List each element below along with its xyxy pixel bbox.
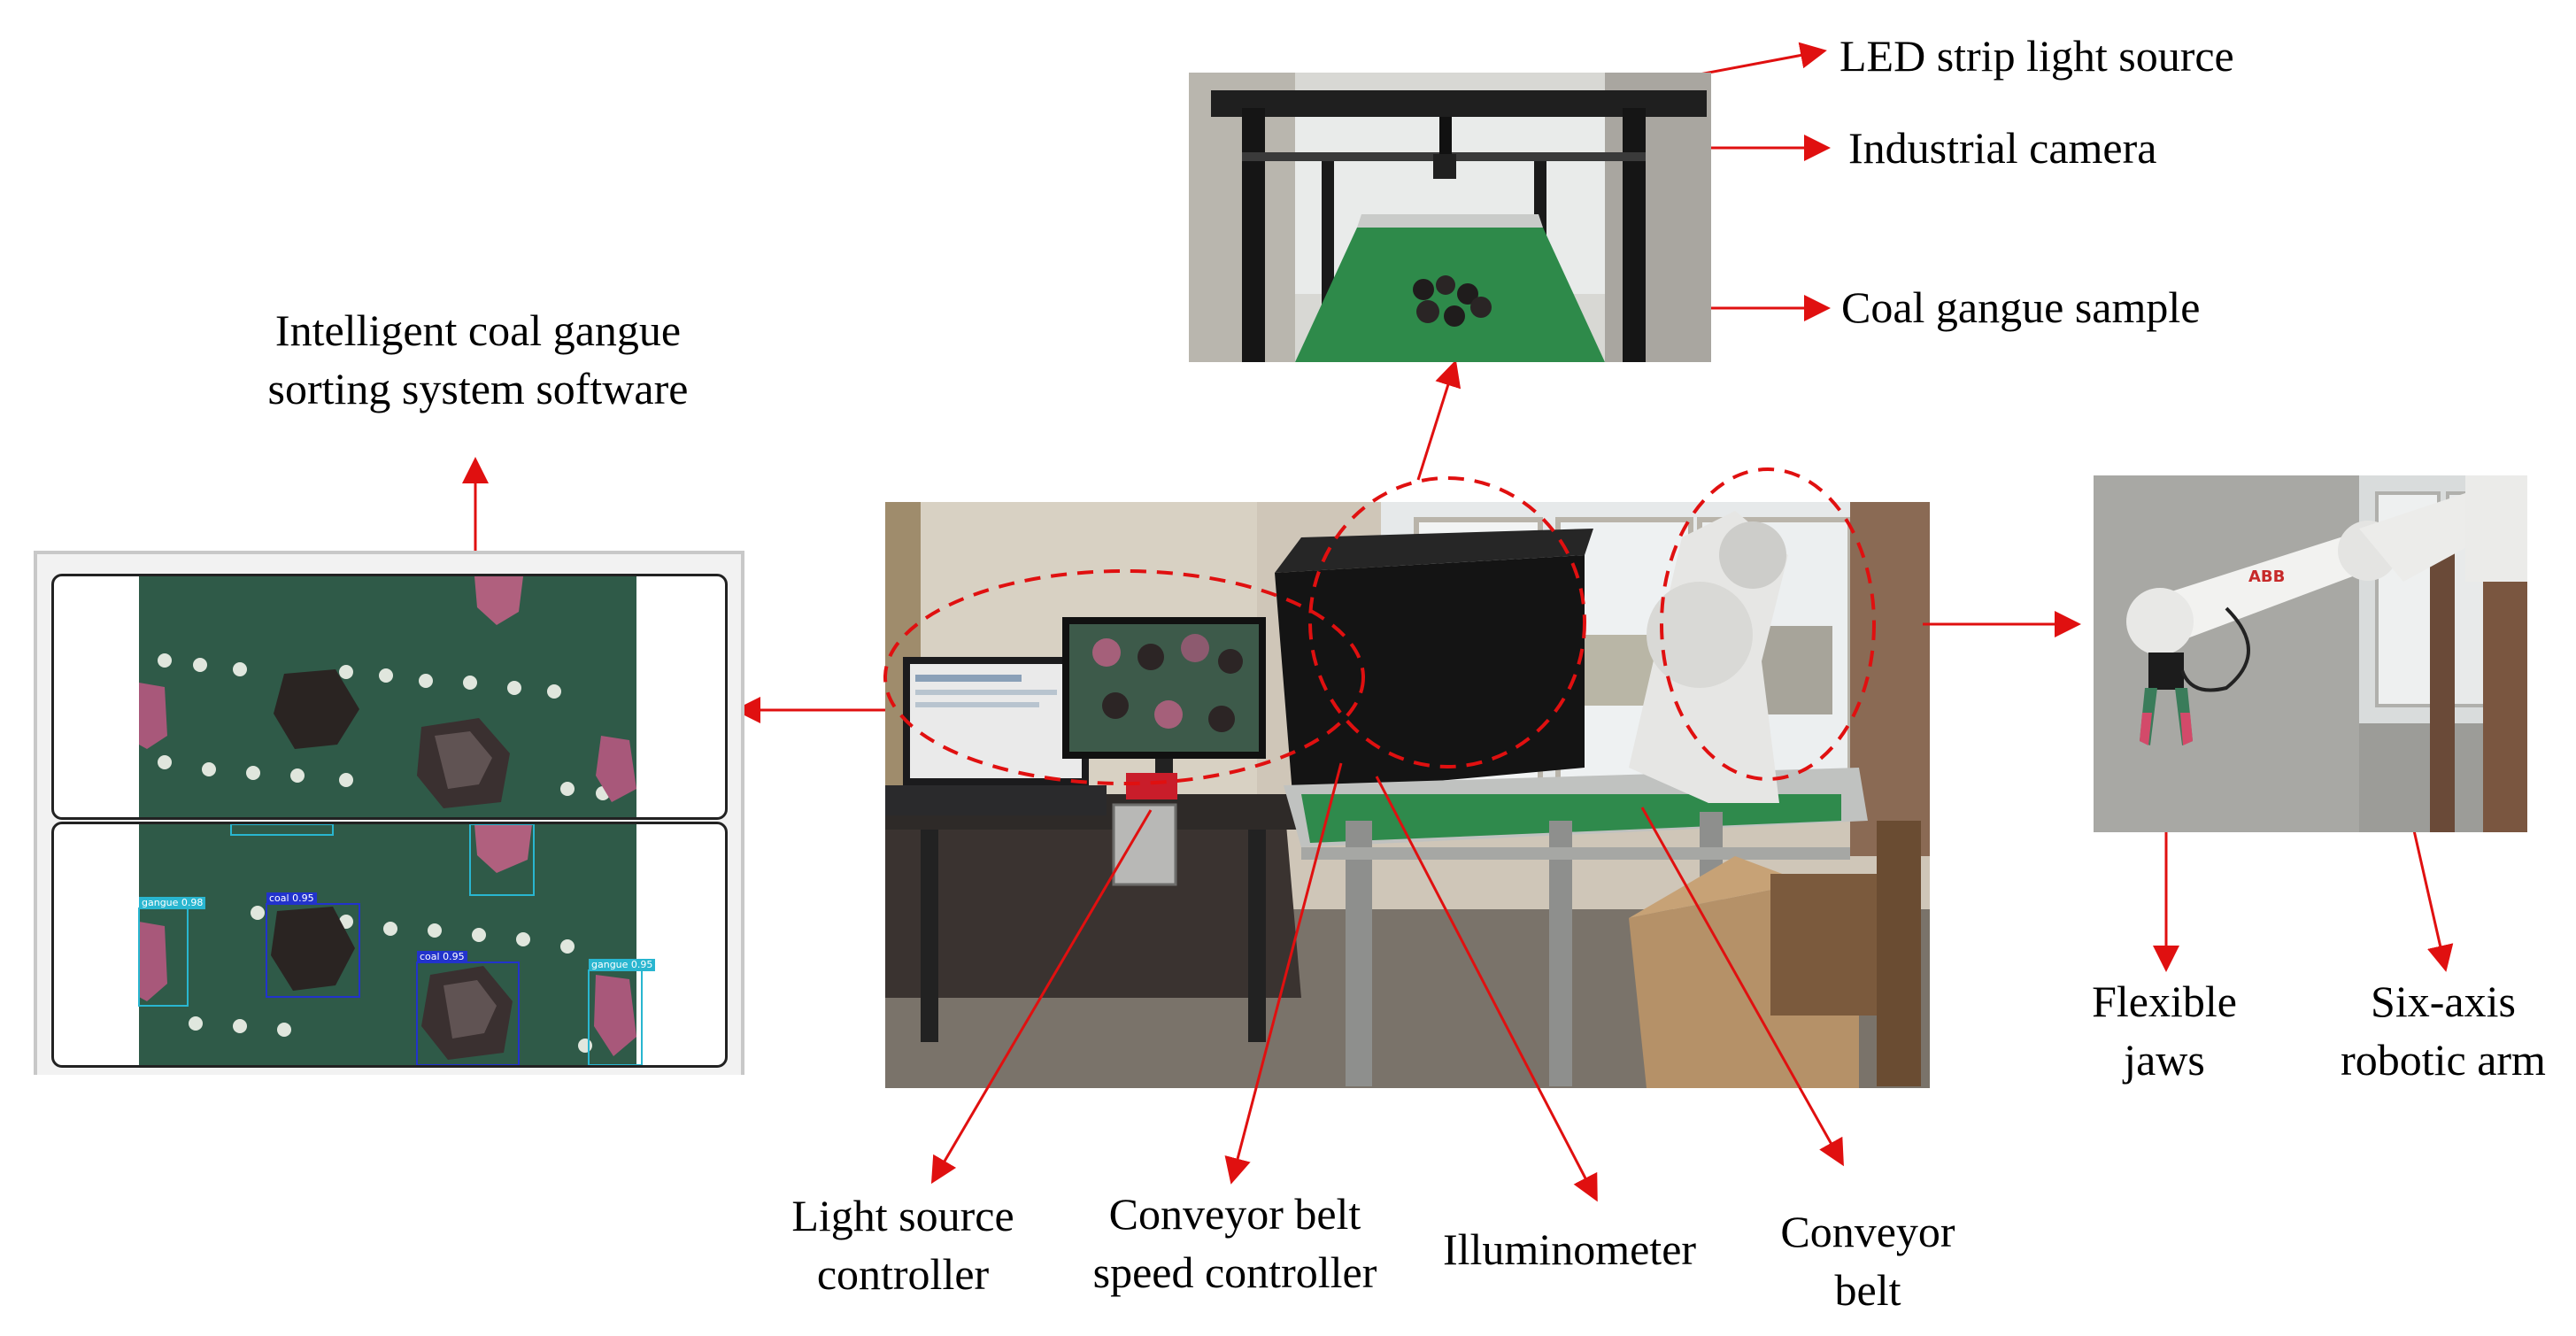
label-conveyor-belt: Conveyor belt <box>1780 1207 1955 1315</box>
det-tag-coal-2: coal 0.95 <box>417 951 467 963</box>
det-tag-gangue-1: gangue 0.98 <box>139 897 206 909</box>
label-six-axis-arm: Six-axis robotic arm <box>2341 977 2546 1085</box>
enclosure-highlight <box>1308 476 1586 768</box>
arrow-speed-controller <box>1224 762 1343 1185</box>
bbox-coal-2 <box>416 961 520 1065</box>
label-light-source-controller: Light source controller <box>791 1191 1014 1299</box>
arrow-illuminometer <box>1375 776 1598 1202</box>
label-illuminometer: Illuminometer <box>1443 1224 1697 1274</box>
label-industrial-camera: Industrial camera <box>1848 123 2157 173</box>
robotic-arm-photo: ABB <box>2094 475 2527 832</box>
arrow-conveyor-belt <box>1640 807 1844 1167</box>
raw-image-panel <box>51 574 728 820</box>
arrow-to-top-photo <box>1416 359 1462 481</box>
main-setup-photo <box>885 502 1930 1088</box>
laptop-monitor-highlight <box>883 569 1365 785</box>
label-speed-controller: Conveyor belt speed controller <box>1092 1189 1377 1297</box>
det-tag-gangue-2: gangue 0.95 <box>589 959 656 971</box>
label-flexible-jaws: Flexible jaws <box>2092 977 2237 1085</box>
detection-result-panel: gangue 0.98 coal 0.95 coal 0.95 gangue 0… <box>51 822 728 1068</box>
robot-arm-highlight <box>1660 467 1876 781</box>
svg-text:ABB: ABB <box>2248 568 2285 586</box>
label-led-strip: LED strip light source <box>1839 31 2234 81</box>
label-coal-gangue-sample: Coal gangue sample <box>1841 282 2201 332</box>
arrow-light-controller <box>930 809 1153 1185</box>
label-software: Intelligent coal gangue sorting system s… <box>267 305 689 413</box>
camera-enclosure-photo <box>1189 73 1711 362</box>
det-tag-coal-1: coal 0.95 <box>266 892 317 905</box>
